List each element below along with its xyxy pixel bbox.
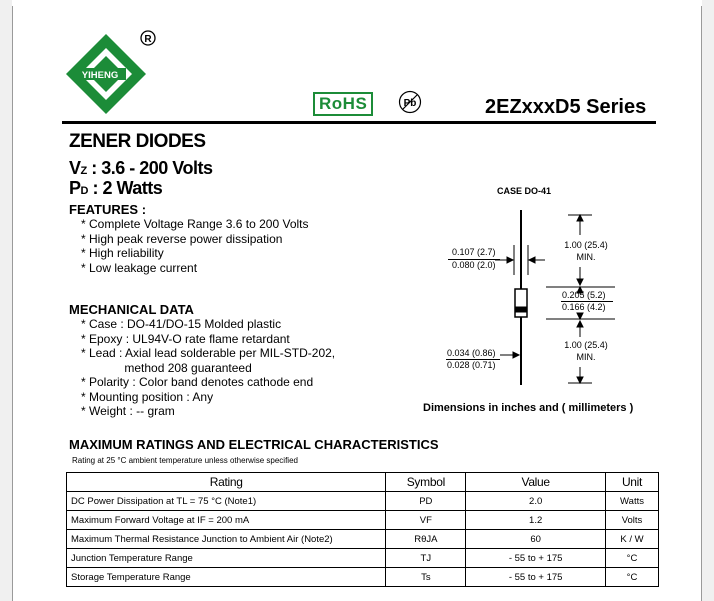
unit-cell: °C [605,548,659,568]
list-item: * Complete Voltage Range 3.6 to 200 Volt… [81,217,309,231]
svg-text:R: R [144,34,152,45]
divider [561,301,613,302]
symbol-cell: TJ [385,548,467,568]
rating-cell: DC Power Dissipation at TL = 75 °C (Note… [65,491,387,511]
table-row: Junction Temperature Range TJ - 55 to + … [65,548,659,568]
features-list: * Complete Voltage Range 3.6 to 200 Volt… [81,217,309,275]
right-gutter [702,0,714,601]
list-item: * High reliability [81,246,164,260]
table-row: Maximum Forward Voltage at IF = 200 mA V… [65,510,659,530]
body-length-min: 0.166 (4.2) [562,302,606,312]
rating-cell: Maximum Thermal Resistance Junction to A… [65,529,387,549]
divider [446,359,500,360]
column-header: Symbol [385,472,467,492]
mechanical-heading: MECHANICAL DATA [69,302,194,317]
mechanical-list: * Case : DO-41/DO-15 Molded plastic * Ep… [81,317,335,419]
lead-length-bottom: 1.00 (25.4) [564,340,608,350]
header-rule [62,121,656,124]
page-title: ZENER DIODES [69,131,206,152]
column-header: Unit [605,472,659,492]
wire-diameter-max: 0.034 (0.86) [447,348,496,358]
value-cell: 2.0 [465,491,607,511]
list-item: * High peak reverse power dissipation [81,231,283,246]
value-cell: 1.2 [465,510,607,530]
pb-text: Pb [404,98,417,109]
unit-cell: °C [605,567,659,587]
pb-free-icon: Pb [398,90,422,114]
symbol-cell: VF [385,510,467,530]
divider [448,259,500,260]
lead-length-top: 1.00 (25.4) [564,240,608,250]
value-cell: 60 [465,529,607,549]
table-row: Storage Temperature Range Ts - 55 to + 1… [65,567,659,587]
value-cell: - 55 to + 175 [465,567,607,587]
lead-diameter-min: 0.080 (2.0) [452,260,496,270]
series-title: 2EZxxxD5 Series [485,96,647,118]
spec-voltage: VZ : 3.6 - 200 Volts [69,158,213,178]
rating-cell: Junction Temperature Range [65,548,387,568]
logo-text: YIHENG [82,70,118,81]
unit-cell: K / W [605,529,659,549]
symbol-cell: RθJA [385,529,467,549]
list-item: * Epoxy : UL94V-O rate flame retardant [81,331,290,346]
body-length-max: 0.205 (5.2) [562,290,606,300]
do41-outline-diagram [495,210,615,385]
wire-diameter-min: 0.028 (0.71) [447,360,496,370]
dimension-note: Dimensions in inches and ( millimeters ) [423,402,634,414]
list-item: * Weight : -- gram [81,404,175,418]
list-item: * Lead : Axial lead solderable per MIL-S… [81,346,336,360]
list-item: * Polarity : Color band denotes cathode … [81,375,314,389]
spec-power: PD : 2 Watts [69,178,163,198]
column-header: Value [465,472,607,492]
rating-cell: Maximum Forward Voltage at IF = 200 mA [65,510,387,530]
case-label: CASE DO-41 [497,186,552,196]
table-row: Maximum Thermal Resistance Junction to A… [65,529,659,549]
list-item: * Mounting position : Any [81,389,214,404]
ratings-heading: MAXIMUM RATINGS AND ELECTRICAL CHARACTER… [69,437,439,452]
unit-cell: Watts [605,491,659,511]
lead-length-bottom-min: MIN. [576,352,596,362]
column-header: Rating [65,472,387,492]
list-item: * Case : DO-41/DO-15 Molded plastic [81,317,282,331]
rating-cell: Storage Temperature Range [65,567,387,587]
list-item: method 208 guaranteed [81,360,252,375]
symbol-cell: PD [385,491,467,511]
lead-length-top-min: MIN. [576,252,596,262]
table-row: DC Power Dissipation at TL = 75 °C (Note… [65,491,659,511]
table-header-row: Rating Symbol Value Unit [65,472,659,492]
yiheng-logo: YIHENG R [66,30,156,114]
ratings-table: Rating Symbol Value Unit DC Power Dissip… [65,472,659,587]
ratings-note: Rating at 25 °C ambient temperature unle… [72,456,298,465]
features-heading: FEATURES : [69,202,147,217]
list-item: * Low leakage current [81,260,198,275]
left-gutter [0,0,12,601]
lead-diameter-max: 0.107 (2.7) [452,247,496,257]
unit-cell: Volts [605,510,659,530]
rohs-badge: RoHS [313,92,374,116]
symbol-cell: Ts [385,567,467,587]
value-cell: - 55 to + 175 [465,548,607,568]
